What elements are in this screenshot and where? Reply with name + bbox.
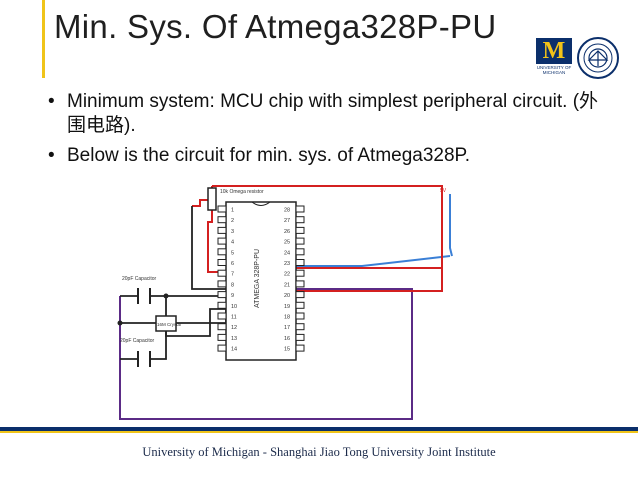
chip-pin-left: [217, 237, 227, 245]
resistor-label: 10k Omega resistor: [220, 189, 264, 195]
chip-pin-number: 19: [284, 304, 290, 310]
chip-pin-number: 12: [231, 325, 237, 331]
page-title: Min. Sys. Of Atmega328P-PU: [54, 8, 497, 45]
michigan-logo-text: UNIVERSITY OF MICHIGAN: [536, 65, 572, 75]
sjtu-seal-icon: [577, 37, 619, 79]
chip-pin-left: [217, 291, 227, 299]
footer-rule-gold: [0, 431, 638, 433]
capacitor-bottom: [137, 351, 151, 367]
bullet-list: • Minimum system: MCU chip with simplest…: [48, 90, 608, 174]
title-accent-bar: [42, 0, 45, 78]
chip-pin-number: 15: [284, 347, 290, 353]
chip-pin-number: 3: [231, 229, 234, 235]
michigan-block-m: M: [536, 38, 572, 64]
bullet-dot: •: [48, 91, 55, 112]
chip-pin-left: [217, 205, 227, 213]
chip-pin-left: [217, 344, 227, 352]
chip-pin-left: [217, 312, 227, 320]
chip-pin-number: 22: [284, 272, 290, 278]
chip-pin-left: [217, 280, 227, 288]
chip-pin-number: 21: [284, 282, 290, 288]
capacitor-bottom-label: 20pF Capacitor: [120, 338, 155, 344]
capacitor-top: [137, 288, 151, 304]
chip-pin-number: 13: [231, 336, 237, 342]
red-wires: [192, 185, 443, 292]
chip-pin-number: 5: [231, 250, 234, 256]
chip-pin-right: [295, 323, 305, 331]
chip-pin-number: 27: [284, 218, 290, 224]
chip-pin-number: 14: [231, 347, 237, 353]
chip-pin-number: 11: [231, 315, 237, 321]
chip-pin-number: 6: [231, 261, 234, 267]
bullet-text: Below is the circuit for min. sys. of At…: [67, 145, 471, 166]
capacitor-top-label: 20pF Capacitor: [122, 276, 157, 282]
chip-pin-right: [295, 259, 305, 266]
chip-pin-left: [217, 259, 227, 266]
chip-pin-left: [217, 226, 227, 234]
chip-pin-number: 4: [231, 240, 234, 246]
chip-pin-number: 16: [284, 336, 290, 342]
chip-pin-number: 24: [284, 250, 290, 256]
chip-pin-number: 7: [231, 272, 234, 278]
mcu-chip: [225, 201, 297, 361]
chip-pin-left: [217, 216, 227, 224]
chip-pin-number: 26: [284, 229, 290, 235]
bullet-dot: •: [48, 145, 55, 166]
chip-pin-number: 9: [231, 293, 234, 299]
chip-pin-left: [217, 323, 227, 331]
chip-pin-right: [295, 226, 305, 234]
chip-pin-left: [217, 333, 227, 341]
crystal: [155, 315, 177, 332]
michigan-logo: M UNIVERSITY OF MICHIGAN: [536, 38, 572, 78]
chip-pin-number: 25: [284, 240, 290, 246]
chip-pin-number: 10: [231, 304, 237, 310]
resistor: [207, 187, 217, 211]
chip-pin-left: [217, 269, 227, 277]
chip-pin-right: [295, 280, 305, 288]
chip-pin-number: 1: [231, 208, 234, 214]
supply-label: 5V: [440, 188, 447, 194]
footer-rule-navy: [0, 427, 638, 431]
chip-pin-number: 8: [231, 282, 234, 288]
chip-pin-left: [217, 248, 227, 256]
bullet-item: • Minimum system: MCU chip with simplest…: [48, 90, 608, 138]
chip-pin-number: 2: [231, 218, 234, 224]
chip-pin-number: 28: [284, 208, 290, 214]
chip-pin-right: [295, 237, 305, 245]
right-pin-group: 28 27 26 25 24 23 22 21 20 19 18 17 16 15: [284, 205, 305, 353]
chip-pin-right: [295, 248, 305, 256]
black-wires: [120, 206, 227, 360]
chip-pin-right: [295, 205, 305, 213]
chip-pin-number: 23: [284, 261, 290, 267]
chip-pin-right: [295, 301, 305, 309]
chip-pin-right: [295, 344, 305, 352]
bullet-item: • Below is the circuit for min. sys. of …: [48, 144, 608, 168]
footer-text: University of Michigan - Shanghai Jiao T…: [142, 445, 496, 459]
chip-pin-right: [295, 333, 305, 341]
chip-pin-left: [217, 301, 227, 309]
blue-wires: [296, 194, 453, 267]
crystal-label: 16M Crystal: [157, 322, 181, 327]
chip-pin-right: [295, 312, 305, 320]
chip-label: ATMEGA 328P-PU: [254, 249, 261, 308]
bullet-text: Minimum system: MCU chip with simplest p…: [67, 91, 599, 136]
chip-pin-number: 17: [284, 325, 290, 331]
chip-pin-right: [295, 291, 305, 299]
chip-pin-number: 18: [284, 315, 290, 321]
chip-pin-right: [295, 216, 305, 224]
chip-pin-right: [295, 269, 305, 277]
chip-pin-number: 20: [284, 293, 290, 299]
